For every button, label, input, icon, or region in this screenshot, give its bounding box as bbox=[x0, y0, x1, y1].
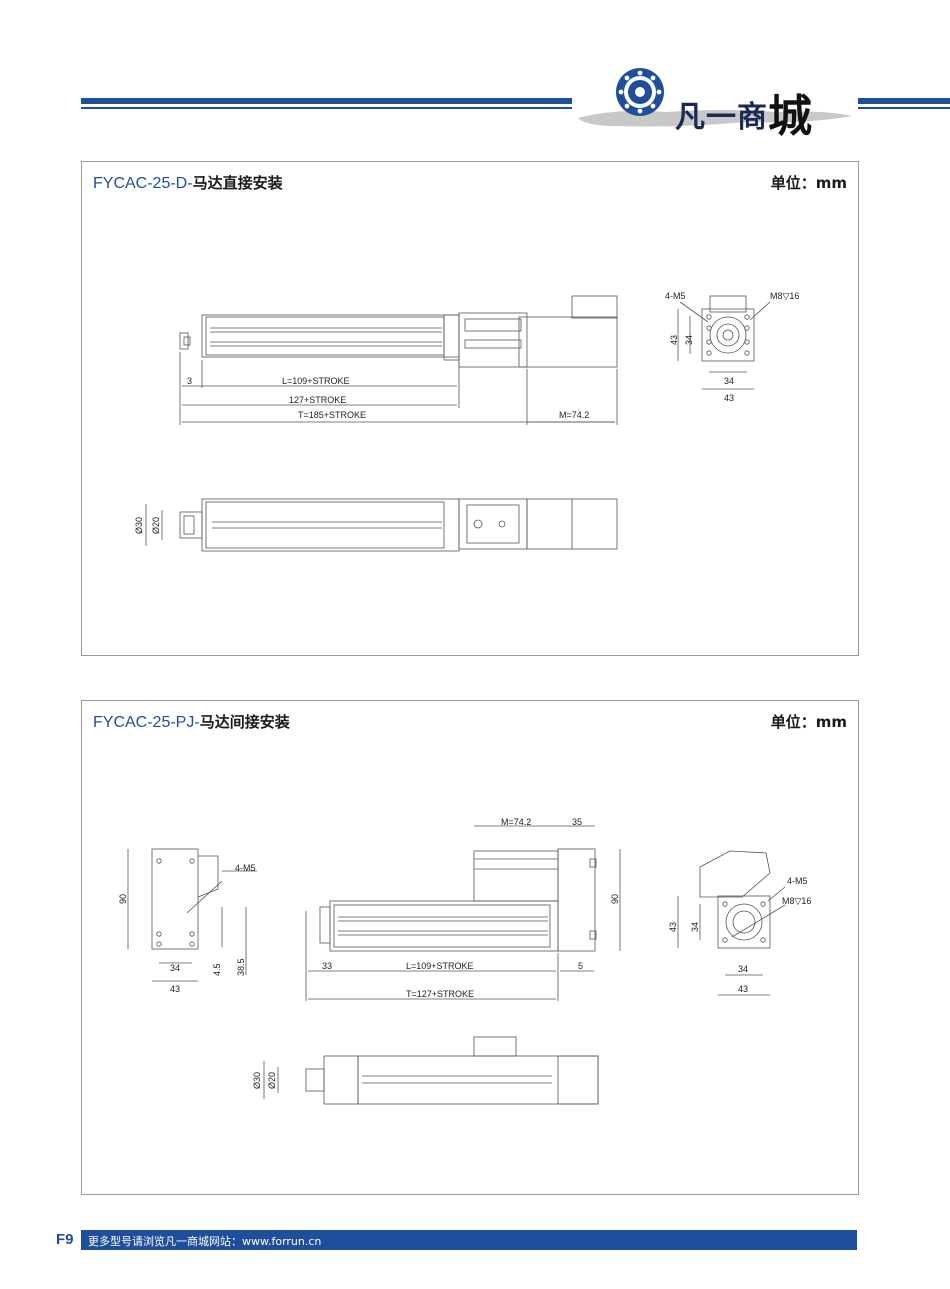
dim-dia30: Ø30 bbox=[252, 1072, 262, 1089]
dim-34-left: 34 bbox=[170, 963, 180, 973]
dim-33: 33 bbox=[322, 961, 332, 971]
dim-90-right: 90 bbox=[610, 894, 620, 904]
footer-bar: 更多型号请浏览凡一商城网站：www.forrun.cn bbox=[81, 1230, 857, 1250]
dim-L: L=109+STROKE bbox=[406, 961, 474, 971]
dim-38.5: 38.5 bbox=[236, 958, 246, 976]
brand-name: 凡一商城 bbox=[675, 76, 813, 142]
dim-90-left: 90 bbox=[118, 894, 128, 904]
dim-5: 5 bbox=[578, 961, 583, 971]
mount-type: 马达直接安装 bbox=[192, 174, 283, 192]
header-bar-right-thin bbox=[858, 107, 950, 109]
dim-43-vertical: 43 bbox=[668, 922, 678, 932]
header-bar-right-thick bbox=[858, 98, 950, 104]
dim-34-vertical: 34 bbox=[684, 335, 694, 345]
dim-3: 3 bbox=[187, 376, 192, 386]
label-thread: M8▽16 bbox=[770, 291, 799, 301]
label-thread: M8▽16 bbox=[782, 896, 811, 906]
dim-43-left: 43 bbox=[170, 984, 180, 994]
dim-35: 35 bbox=[572, 817, 582, 827]
dim-34-horizontal: 34 bbox=[724, 376, 734, 386]
label-4-M5: 4-M5 bbox=[665, 291, 686, 301]
dim-L: L=109+STROKE bbox=[282, 376, 350, 386]
dim-34-horizontal: 34 bbox=[738, 964, 748, 974]
header-bar-left-thin bbox=[81, 107, 572, 109]
unit-label: 单位：mm bbox=[770, 174, 847, 192]
panel-indirect-mount: FYCAC-25-PJ-马达间接安装 单位：mm bbox=[81, 700, 859, 1195]
header-bar-left-thick bbox=[81, 98, 572, 104]
drawing-indirect-mount: 4-M5 90 34 43 4.5 38.5 M=74.2 35 90 33 L… bbox=[118, 817, 811, 1105]
panel-title: FYCAC-25-D-马达直接安装 bbox=[93, 172, 283, 193]
unit-label: 单位：mm bbox=[770, 713, 847, 731]
model-code: FYCAC-25-D- bbox=[93, 175, 193, 192]
dim-T: T=185+STROKE bbox=[298, 410, 366, 420]
panel-direct-mount: FYCAC-25-D-马达直接安装 单位：mm bbox=[81, 161, 859, 656]
brand-logo bbox=[578, 68, 852, 127]
dim-M: M=74.2 bbox=[559, 410, 589, 420]
dim-34-vertical: 34 bbox=[690, 922, 700, 932]
dim-43-vertical: 43 bbox=[669, 335, 679, 345]
dim-dia20: Ø20 bbox=[267, 1072, 277, 1089]
dim-127: 127+STROKE bbox=[289, 395, 346, 405]
label-4-M5-left: 4-M5 bbox=[235, 863, 256, 873]
dim-4.5: 4.5 bbox=[212, 963, 222, 976]
dim-43-horizontal: 43 bbox=[738, 984, 748, 994]
brand-name-small: 凡一商 bbox=[675, 100, 768, 135]
dim-43-horizontal: 43 bbox=[724, 393, 734, 403]
model-code: FYCAC-25-PJ- bbox=[93, 714, 200, 731]
mount-type: 马达间接安装 bbox=[199, 713, 290, 731]
label-4-M5-right: 4-M5 bbox=[787, 876, 808, 886]
dim-M: M=74.2 bbox=[501, 817, 531, 827]
footer-text: 更多型号请浏览凡一商城网站：www.forrun.cn bbox=[88, 1235, 322, 1248]
dim-dia30: Ø30 bbox=[134, 517, 144, 534]
dim-T: T=127+STROKE bbox=[406, 989, 474, 999]
brand-name-big: 城 bbox=[768, 91, 813, 142]
dim-dia20: Ø20 bbox=[151, 517, 161, 534]
page-number: F9 bbox=[56, 1231, 74, 1248]
panel-title: FYCAC-25-PJ-马达间接安装 bbox=[93, 711, 290, 732]
drawing-direct-mount: 3 L=109+STROKE 127+STROKE T=185+STROKE M… bbox=[134, 291, 799, 552]
